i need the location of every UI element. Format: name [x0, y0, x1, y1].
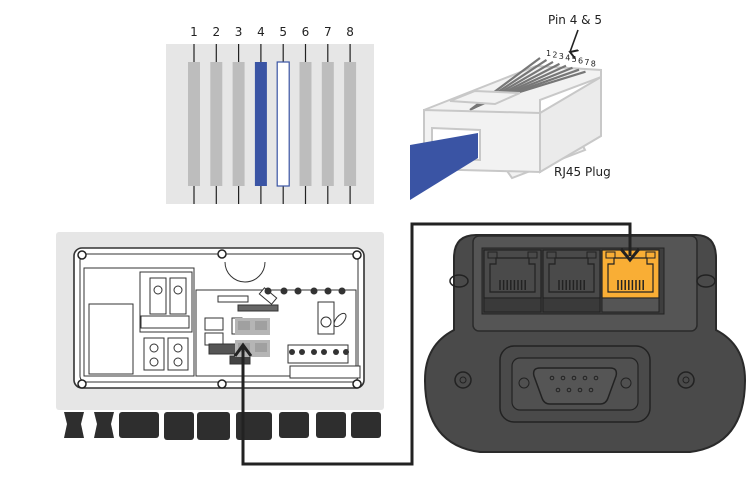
inverter-illustration	[56, 232, 384, 440]
ethernet-cable-path	[241, 222, 632, 466]
pin-annotation-label: Pin 4 & 5	[548, 13, 602, 27]
gateway-port-arrow-icon	[619, 248, 641, 263]
plug-contact-number: 5	[572, 55, 577, 64]
pin-annotation-arrow	[570, 29, 578, 52]
pin-number-label: 6	[302, 25, 310, 39]
gateway-port	[542, 249, 601, 313]
inverter-port-arrow-icon	[233, 342, 253, 357]
cable-glands	[64, 412, 381, 440]
pin-number-label: 1	[190, 25, 198, 39]
plug-contact-number: 4	[565, 54, 570, 63]
pin-5-conductor	[276, 61, 290, 187]
gateway-port	[483, 249, 542, 313]
pinout-panel	[166, 44, 374, 204]
pin-2-conductor	[210, 62, 223, 186]
gateway-rj45-ports	[483, 249, 660, 313]
plug-contact-number: 1	[546, 49, 551, 58]
enclosure-screws	[77, 249, 362, 389]
plug-contact-number: 3	[559, 52, 564, 61]
plug-contact-number: 6	[578, 57, 583, 66]
gateway-illustration	[423, 234, 747, 453]
db9-serial-connector	[532, 367, 618, 405]
terminal-screws	[264, 287, 349, 355]
pin-number-label: 3	[235, 25, 243, 39]
pin-6-conductor	[299, 62, 312, 186]
pin-number-label: 8	[346, 25, 354, 39]
pin-number-label: 5	[279, 25, 287, 39]
rj45-plug-caption: RJ45 Plug	[554, 165, 611, 179]
plug-contact-number: 7	[584, 58, 589, 67]
pin-1-conductor	[188, 62, 200, 186]
pin-7-conductor	[321, 62, 334, 186]
plug-contact-number: 8	[591, 60, 596, 69]
pin-number-label: 7	[324, 25, 332, 39]
pin-number-label: 2	[212, 25, 220, 39]
pin-3-conductor	[232, 62, 245, 186]
pin-8-conductor	[344, 62, 357, 186]
plug-contact-number: 2	[552, 51, 557, 60]
pin-number-label: 4	[257, 25, 265, 39]
pin-4-conductor	[254, 62, 267, 186]
blue-cable	[410, 133, 478, 200]
